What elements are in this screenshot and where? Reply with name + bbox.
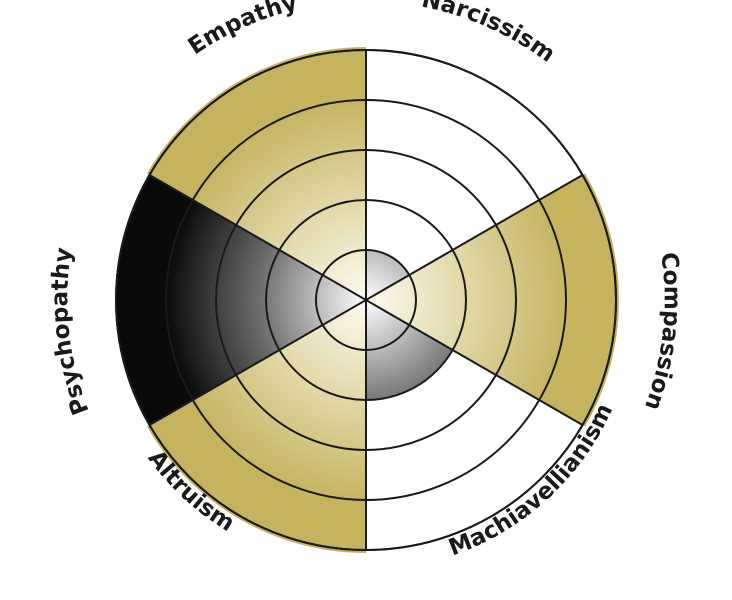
label-compassion: Compassion (639, 251, 685, 414)
label-machiavellianism: Machiavellianism (445, 400, 618, 562)
label-narcissism: Narcissism (419, 0, 559, 68)
label-empathy: Empathy (184, 0, 300, 60)
segment-fill-psychopathy (115, 175, 366, 425)
segment-dividers (148, 50, 584, 550)
label-psychopathy: Psychopathy (47, 246, 94, 418)
segment-fill-empathy (146, 47, 366, 300)
divider-line-3 (148, 174, 584, 426)
segment-fill-altruism (146, 300, 366, 553)
